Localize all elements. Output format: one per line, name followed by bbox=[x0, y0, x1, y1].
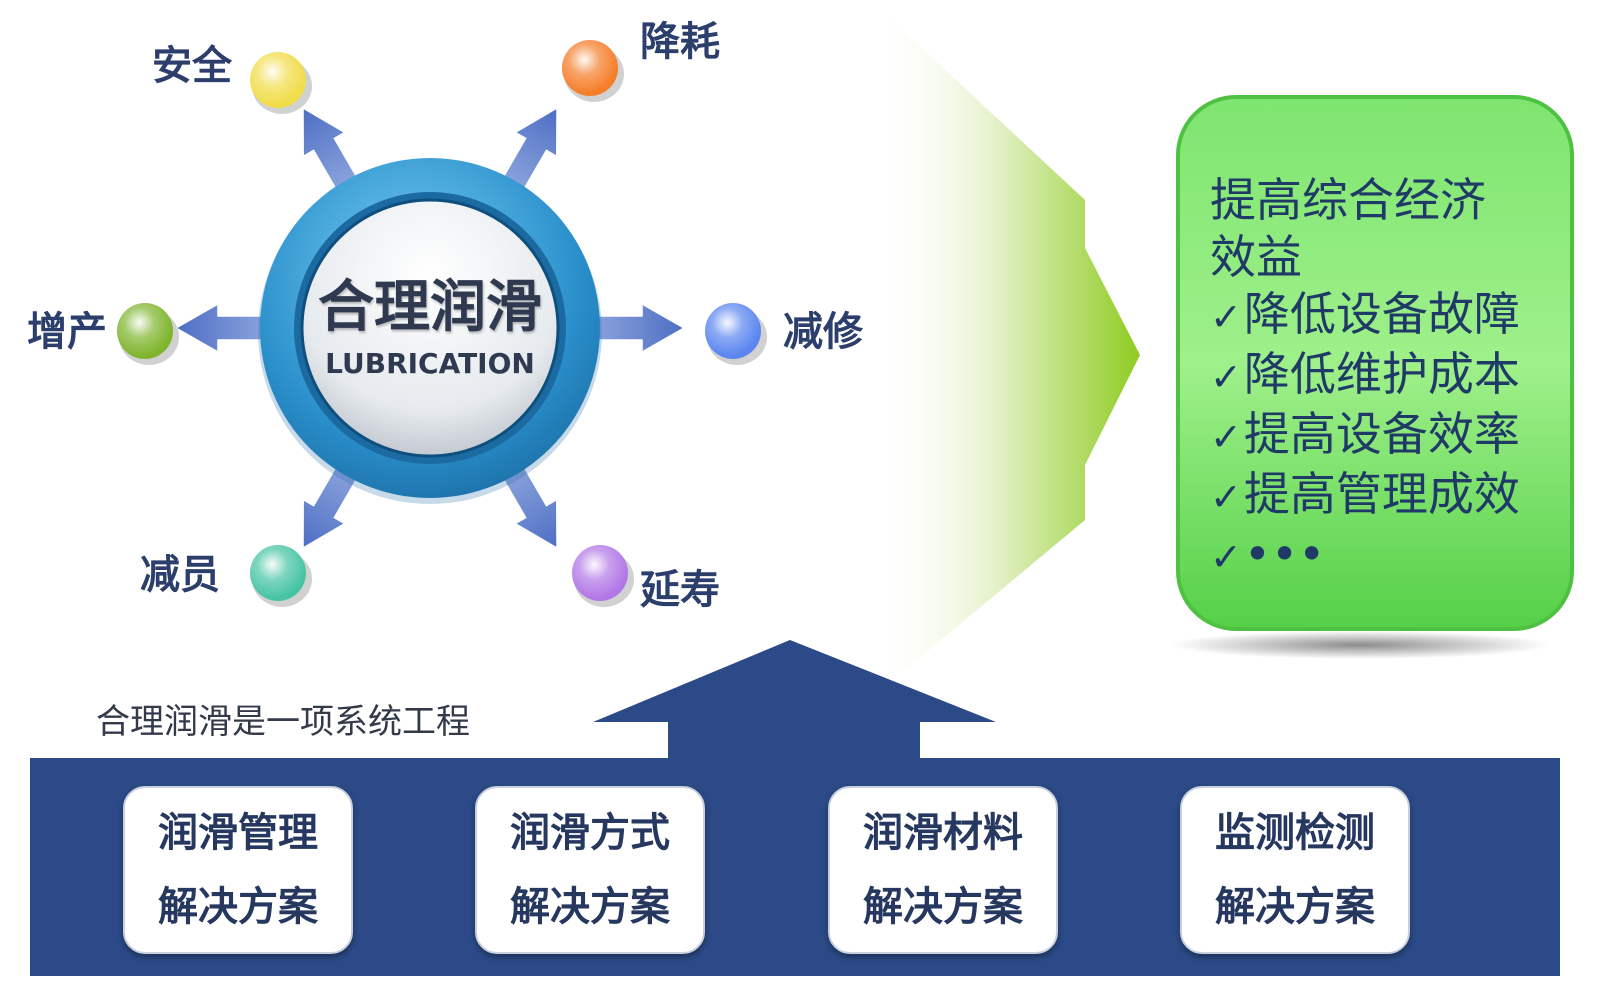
solution-line1: 监测检测 bbox=[1215, 810, 1375, 856]
spokes-layer bbox=[117, 40, 767, 607]
ball-highlight bbox=[117, 303, 173, 359]
center-title: 合理润滑 bbox=[318, 275, 542, 340]
center-subtitle: LUBRICATION bbox=[325, 347, 535, 380]
spoke-label: 减员 bbox=[140, 552, 220, 598]
spoke-label: 减修 bbox=[783, 309, 863, 355]
spoke-label: 增产 bbox=[27, 309, 107, 355]
ball-highlight bbox=[562, 40, 618, 96]
solution-line2: 解决方案 bbox=[863, 884, 1023, 930]
solution-line1: 润滑方式 bbox=[510, 810, 670, 856]
ball-highlight bbox=[572, 545, 628, 601]
spoke-arrow bbox=[589, 302, 686, 354]
solution-box-management: 润滑管理 解决方案 bbox=[123, 786, 353, 954]
ball-highlight bbox=[250, 545, 306, 601]
check-icon: ✓ bbox=[1210, 295, 1242, 339]
benefit-item: ✓提高管理成效 bbox=[1210, 467, 1520, 521]
check-icon: ✓ bbox=[1210, 415, 1242, 459]
benefit-list: 提高综合经济 效益 ✓降低设备故障 ✓降低维护成本 ✓提高设备效率 ✓提高管理成… bbox=[1210, 172, 1555, 586]
solution-line1: 润滑材料 bbox=[863, 810, 1023, 856]
up-arrow bbox=[593, 640, 996, 760]
solution-line2: 解决方案 bbox=[158, 884, 318, 930]
check-icon: ✓ bbox=[1210, 475, 1242, 519]
spoke-label: 安全 bbox=[152, 43, 232, 89]
benefit-item: ✓提高设备效率 bbox=[1210, 407, 1520, 461]
solution-box-method: 润滑方式 解决方案 bbox=[475, 786, 705, 954]
system-title: 合理润滑是一项系统工程 bbox=[96, 702, 470, 742]
spoke-label: 降耗 bbox=[640, 19, 720, 65]
ball-highlight bbox=[705, 303, 761, 359]
check-icon: ✓ bbox=[1210, 535, 1242, 579]
solution-box-material: 润滑材料 解决方案 bbox=[828, 786, 1058, 954]
benefit-item: ✓降低设备故障 bbox=[1210, 287, 1520, 341]
spoke-arrow bbox=[174, 302, 271, 354]
check-icon: ✓ bbox=[1210, 355, 1242, 399]
ball-highlight bbox=[250, 52, 306, 108]
benefit-box bbox=[1176, 95, 1574, 631]
benefit-box-shadow bbox=[1170, 631, 1550, 659]
benefit-heading-line2: 效益 bbox=[1210, 230, 1302, 284]
solution-box-monitoring: 监测检测 解决方案 bbox=[1180, 786, 1410, 954]
solution-line1: 润滑管理 bbox=[158, 810, 318, 856]
solution-line2: 解决方案 bbox=[1215, 884, 1375, 930]
center-emblem bbox=[258, 158, 602, 504]
benefit-item: ✓••• bbox=[1210, 527, 1326, 581]
benefit-item: ✓降低维护成本 bbox=[1210, 347, 1520, 401]
spoke-label: 延寿 bbox=[640, 567, 720, 613]
solution-line2: 解决方案 bbox=[510, 884, 670, 930]
benefit-heading-line1: 提高综合经济 bbox=[1210, 173, 1486, 227]
big-right-arrow bbox=[870, 0, 1140, 670]
